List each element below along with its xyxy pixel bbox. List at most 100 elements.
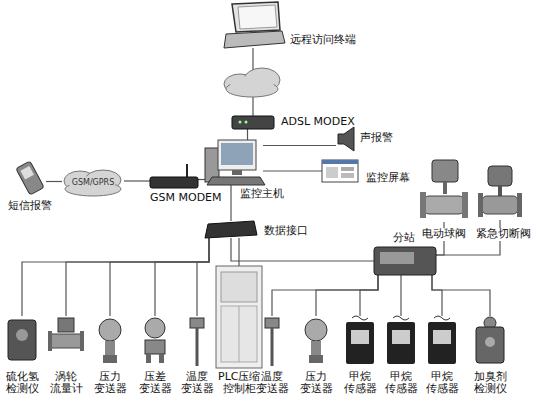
window-panel	[326, 167, 338, 178]
internet-cloud	[224, 68, 280, 97]
pressure-transmitter	[305, 319, 327, 363]
connector-line	[110, 238, 209, 316]
sensor-node: 温度 变送器	[256, 316, 288, 366]
node-label: 甲烷 传感器	[344, 371, 377, 395]
cabinet-node: PLC压缩 控制柜	[216, 266, 262, 368]
speaker-icon	[338, 127, 354, 151]
node-label: 数据接口	[264, 225, 308, 238]
node-label: 甲烷 传感器	[385, 371, 418, 395]
laptop-screen	[232, 2, 280, 32]
connector-line	[231, 238, 374, 261]
connector-line	[263, 170, 322, 171]
node-label: GSM/GPRS	[62, 170, 124, 196]
connector-line	[263, 145, 336, 146]
pc-monitor	[218, 140, 256, 170]
node-label: 声报警	[360, 132, 393, 145]
cloud-node: GSM/GPRS	[62, 170, 124, 196]
node-label: 压力 变送器	[94, 371, 127, 395]
connector-line	[155, 238, 209, 316]
plc-cabinet	[216, 266, 262, 368]
diff-pressure-transmitter	[145, 318, 165, 363]
connector-line	[66, 238, 209, 316]
host-node: 监控主机	[205, 140, 263, 185]
connector-line	[316, 275, 378, 316]
connector-line	[230, 185, 231, 221]
node-label: GSM MODEM	[150, 192, 222, 205]
valve-node: 电动球阀	[420, 160, 468, 222]
methane-sensor	[346, 316, 374, 364]
modem-node: ADSL MODEX	[232, 116, 274, 129]
substation-box	[374, 247, 436, 275]
keyboard	[207, 177, 265, 185]
laptop-display	[238, 5, 277, 29]
pressure-transmitter	[99, 319, 121, 363]
h2s-detector	[8, 320, 36, 360]
connector-line	[197, 238, 209, 316]
connector-line	[22, 238, 209, 316]
connector-line	[238, 238, 239, 266]
gsm-modem	[150, 177, 198, 188]
connector-line	[360, 275, 378, 316]
turbine-flowmeter	[48, 318, 84, 351]
node-label: ADSL MODEX	[281, 116, 355, 129]
pc-screen	[221, 143, 253, 165]
ball-valve	[420, 160, 468, 218]
sensor-node: 甲烷 传感器	[344, 316, 376, 366]
sensor-node: 压差 变送器	[139, 316, 171, 366]
connector-line	[272, 275, 378, 316]
connector-line	[124, 180, 150, 181]
node-label: 分站	[393, 232, 415, 245]
window-panel	[341, 173, 354, 178]
node-label: 压力 变送器	[300, 371, 333, 395]
connector-line	[400, 275, 401, 316]
connector-line	[46, 181, 62, 182]
sensor-node: 压力 变送器	[300, 316, 332, 366]
sensor-node: 甲烷 传感器	[426, 316, 458, 366]
modem-node: GSM MODEM	[150, 174, 198, 188]
node-label: 短信报警	[8, 200, 52, 213]
phone-node: 短信报警	[14, 163, 46, 193]
node-label: 涡轮 流量计	[50, 371, 83, 395]
sensor-node: 硫化氢 检测仪	[6, 316, 38, 366]
node-label: 紧急切断阀	[476, 228, 531, 241]
substation-node: 分站	[374, 247, 436, 275]
node-label: 监控屏幕	[366, 172, 410, 185]
shutoff-valve	[478, 166, 522, 217]
connector-line	[247, 129, 248, 140]
window-panel	[341, 167, 354, 171]
mobile-phone	[16, 161, 44, 195]
laptop-node: 远程访问终端	[225, 2, 283, 48]
node-label: 甲烷 传感器	[426, 371, 459, 395]
data-interface-box	[205, 221, 257, 238]
node-label: 远程访问终端	[290, 34, 356, 47]
modem-light	[239, 121, 242, 124]
alarm-node: 声报警	[336, 127, 356, 151]
modem-light	[245, 121, 248, 124]
node-label: 硫化氢 检测仪	[6, 371, 39, 395]
sensor-node: 加臭剂 检测仪	[474, 316, 506, 366]
connector-line	[432, 275, 442, 316]
sensor-node: 甲烷 传感器	[385, 316, 417, 366]
connector-line	[432, 275, 490, 316]
connector-line	[198, 179, 205, 180]
sensor-node: 温度 变送器	[181, 316, 213, 366]
sensor-node: 压力 变送器	[94, 316, 126, 366]
window-bar	[322, 160, 358, 164]
valve-node: 紧急切断阀	[478, 166, 522, 220]
methane-sensor	[428, 316, 456, 364]
antenna	[186, 164, 188, 177]
node-label: 加臭剂 检测仪	[474, 371, 507, 395]
temperature-transmitter	[190, 318, 204, 366]
laptop-base	[224, 31, 285, 48]
temperature-transmitter	[265, 318, 279, 366]
monitor-stand	[232, 170, 242, 175]
substation-panel	[380, 252, 414, 264]
node-label: PLC压缩 控制柜	[218, 371, 260, 395]
cloud-fill	[230, 76, 274, 90]
node-label: 电动球阀	[422, 228, 466, 241]
interface-node: 数据接口	[205, 221, 257, 238]
monitor-screen-icon	[322, 160, 358, 182]
methane-sensor	[387, 316, 415, 364]
